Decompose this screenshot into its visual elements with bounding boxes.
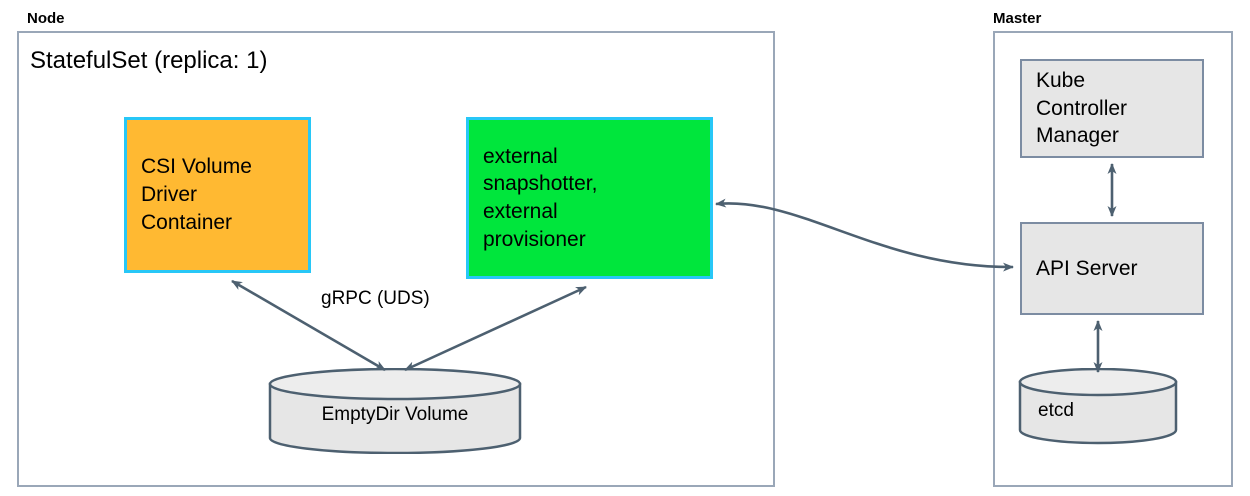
api-server-label: API Server bbox=[1036, 256, 1138, 280]
emptydir-volume-shape bbox=[268, 367, 522, 455]
emptydir-volume-cylinder[interactable]: EmptyDir Volume bbox=[268, 367, 522, 455]
master-group-label: Master bbox=[993, 10, 1042, 27]
api-server-box[interactable]: API Server bbox=[1020, 222, 1204, 315]
external-sidecars-label: external snapshotter, external provision… bbox=[483, 144, 598, 251]
csi-volume-driver-container-label: CSI Volume Driver Container bbox=[141, 155, 252, 234]
etcd-shape bbox=[1018, 367, 1178, 445]
node-group-label: Node bbox=[27, 10, 65, 27]
kube-controller-manager-label: Kube Controller Manager bbox=[1036, 68, 1128, 148]
statefulset-title: StatefulSet (replica: 1) bbox=[30, 47, 268, 74]
grpc-uds-edge-label: gRPC (UDS) bbox=[321, 288, 430, 309]
csi-volume-driver-container-box[interactable]: CSI Volume Driver Container bbox=[124, 117, 311, 273]
etcd-cylinder[interactable]: etcd bbox=[1018, 367, 1178, 446]
kube-controller-manager-box[interactable]: Kube Controller Manager bbox=[1020, 59, 1204, 158]
external-sidecars-box[interactable]: external snapshotter, external provision… bbox=[466, 117, 713, 279]
